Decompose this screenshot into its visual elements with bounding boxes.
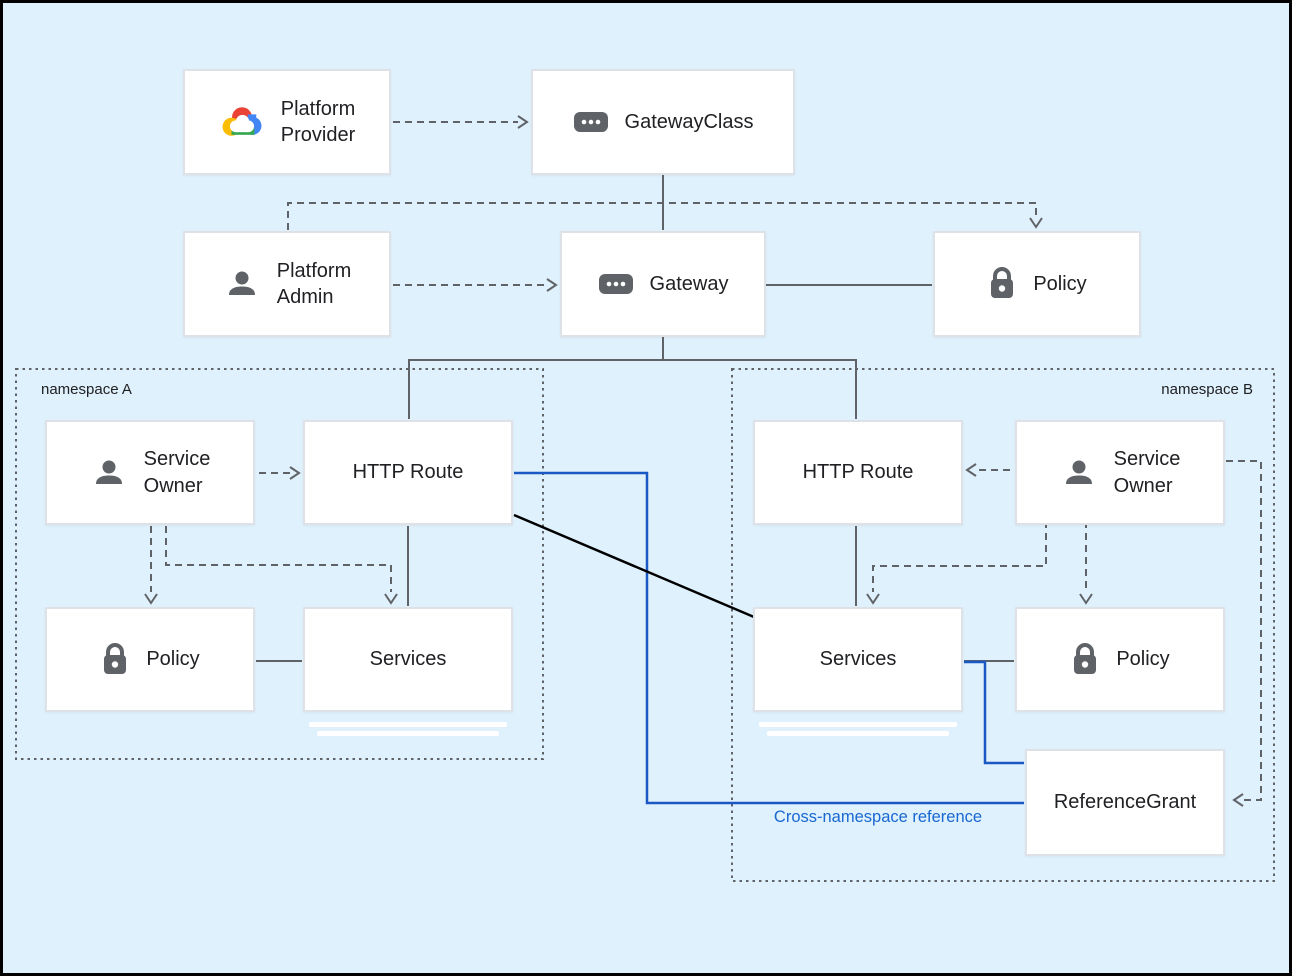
node-label: Policy [1116,648,1170,671]
services-a-stack-bar [317,731,499,736]
node-gatewayclass: GatewayClass [531,69,795,175]
node-label: Services [819,648,897,671]
arrowhead-gatewayclass [517,115,529,129]
person-icon [90,454,128,492]
node-policy-b: Policy [1015,607,1225,712]
node-http-route-b: HTTP Route [753,420,963,525]
edge-admin-policy [287,202,1037,230]
edge-owner-a-services-a [165,526,392,592]
edge-httproute-a-services-b-black [513,513,755,619]
namespace-b-label: namespace B [1161,381,1253,398]
services-b-stack-bar [767,731,949,736]
node-label: HTTP Route [352,461,464,484]
edge-services-b-referencegrant-blue [964,660,1024,765]
node-referencegrant: ReferenceGrant [1025,749,1225,856]
resource-chip-icon [598,273,634,295]
arrowhead-services-b [866,593,880,605]
edge-owner-b-referencegrant [1226,460,1262,801]
arrowhead-gateway [546,278,558,292]
node-label: ReferenceGrant [1053,791,1197,814]
node-service-owner-b: Service Owner [1015,420,1225,525]
node-label: HTTP Route [802,461,914,484]
edge-gateway-httproutes-split [408,359,857,419]
connector-layer [15,115,1275,882]
edge-httproute-a-referencegrant-blue [514,471,1024,805]
node-label: Policy [146,648,200,671]
node-label: Policy [1033,272,1087,295]
node-http-route-a: HTTP Route [303,420,513,525]
arrowhead-policy-b [1079,593,1093,605]
node-label: GatewayClass [624,110,754,133]
arrowhead-policy-a [144,593,158,605]
edge-owner-b-services-b [872,521,1047,592]
node-policy-a: Policy [45,607,255,712]
cross-namespace-reference-label: Cross-namespace reference [773,808,983,826]
node-label: Service Owner [143,448,211,497]
arrowhead-services-a [384,593,398,605]
lock-icon [1070,642,1100,678]
lock-icon [987,266,1017,302]
node-services-b: Services [753,607,963,712]
arrowhead-referencegrant [1232,793,1244,807]
namespace-a-label: namespace A [41,381,132,398]
node-platform-provider: Platform Provider [183,69,391,175]
arrowhead-httproute-a [289,466,301,480]
node-service-owner-a: Service Owner [45,420,255,525]
node-label: Platform Provider [280,97,356,146]
node-policy-top: Policy [933,231,1141,337]
person-icon [1060,454,1098,492]
namespace-a-boundary [15,368,544,760]
node-label: Gateway [649,272,729,295]
services-b-stack-bar [759,722,957,727]
person-icon [223,265,261,303]
resource-chip-icon [573,111,609,133]
node-gateway: Gateway [560,231,766,337]
node-label: Service Owner [1113,448,1181,497]
node-label: Platform Admin [276,259,352,308]
node-services-a: Services [303,607,513,712]
arrowhead-policy-top [1029,217,1043,229]
node-label: Services [369,648,447,671]
lock-icon [100,642,130,678]
google-cloud-logo-icon [219,103,265,141]
services-a-stack-bar [309,722,507,727]
arrowhead-httproute-b [965,463,977,477]
node-platform-admin: Platform Admin [183,231,391,337]
